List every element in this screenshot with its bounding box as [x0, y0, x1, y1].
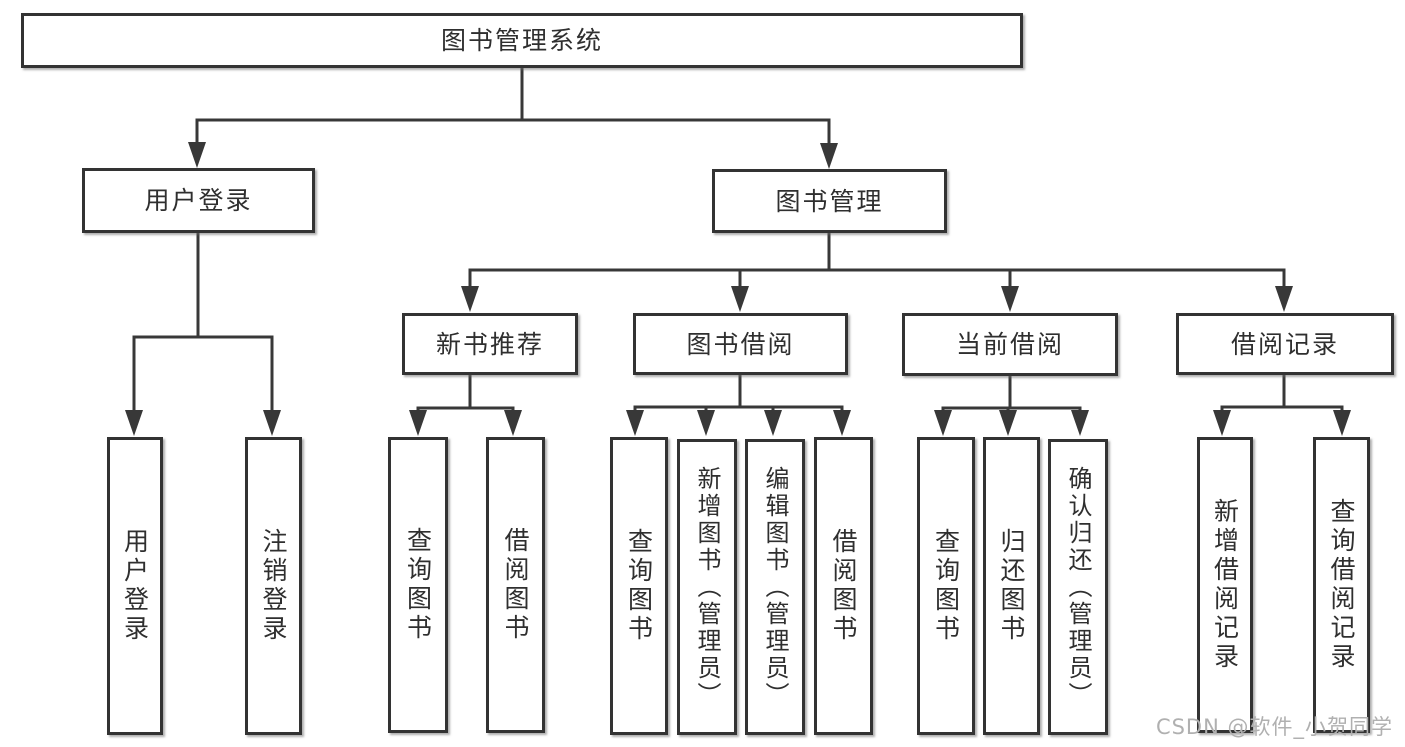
- node-leaf-cb-confirm-return-admin: 确认归还（管理员）: [1048, 439, 1108, 735]
- arrow-down-icon: [833, 410, 851, 436]
- connector-bookmgmt-to-level3: [468, 233, 1286, 294]
- node-leaf-cb-query-books: 查询图书: [917, 437, 975, 735]
- node-borrow-records-label: 借阅记录: [1230, 329, 1339, 359]
- node-leaf-logout: 注销登录: [245, 437, 302, 735]
- connector-root-to-level2: [195, 68, 831, 149]
- connector-bookborrow-to-leaves: [633, 375, 844, 418]
- arrow-down-icon: [934, 410, 952, 436]
- node-leaf-cb-return-books: 归还图书: [983, 437, 1040, 735]
- connector-userlogin-to-leaves: [132, 233, 274, 418]
- node-user-login: 用户登录: [82, 168, 315, 233]
- node-leaf-bb-query-books: 查询图书: [610, 437, 668, 735]
- node-leaf-cb-query-books-label: 查询图书: [931, 528, 961, 644]
- arrow-down-icon: [1213, 410, 1231, 436]
- node-leaf-user-login-label: 用户登录: [120, 528, 150, 644]
- node-leaf-br-query-record: 查询借阅记录: [1313, 437, 1370, 733]
- node-leaf-cb-return-books-label: 归还图书: [997, 528, 1026, 644]
- arrow-down-icon: [764, 410, 782, 436]
- connector-borrowrecords-to-leaves: [1220, 375, 1344, 418]
- node-leaf-bb-edit-books-admin-label: 编辑图书（管理员）: [761, 465, 789, 709]
- node-leaf-nbr-query-books: 查询图书: [388, 437, 448, 733]
- node-leaf-bb-borrow-books: 借阅图书: [814, 437, 873, 735]
- node-leaf-nbr-query-books-label: 查询图书: [403, 527, 433, 643]
- connector-newbookrec-to-leaves: [416, 375, 515, 418]
- node-leaf-bb-edit-books-admin: 编辑图书（管理员）: [745, 439, 805, 735]
- node-book-borrow: 图书借阅: [633, 313, 848, 375]
- arrow-down-icon: [697, 410, 715, 436]
- node-leaf-logout-label: 注销登录: [259, 528, 288, 644]
- node-root: 图书管理系统: [21, 13, 1023, 68]
- arrow-down-icon: [263, 410, 281, 436]
- arrow-down-icon: [1275, 286, 1293, 312]
- arrow-down-icon: [188, 142, 206, 168]
- node-leaf-nbr-borrow-books-label: 借阅图书: [501, 527, 530, 643]
- node-borrow-records: 借阅记录: [1176, 313, 1394, 375]
- node-leaf-nbr-borrow-books: 借阅图书: [486, 437, 545, 733]
- arrow-down-icon: [461, 286, 479, 312]
- node-new-book-recommend: 新书推荐: [402, 313, 578, 375]
- node-book-borrow-label: 图书借阅: [686, 329, 795, 359]
- node-user-login-label: 用户登录: [144, 186, 253, 215]
- arrow-down-icon: [409, 410, 427, 436]
- node-leaf-bb-query-books-label: 查询图书: [624, 528, 654, 644]
- arrowheads: [125, 142, 1351, 436]
- node-root-label: 图书管理系统: [440, 26, 603, 55]
- csdn-watermark: CSDN @软件_小贺同学: [1155, 715, 1393, 739]
- arrow-down-icon: [1333, 410, 1351, 436]
- arrow-down-icon: [1071, 410, 1089, 436]
- node-leaf-bb-borrow-books-label: 借阅图书: [829, 528, 858, 644]
- arrow-down-icon: [125, 410, 143, 436]
- node-leaf-cb-confirm-return-admin-label: 确认归还（管理员）: [1064, 465, 1092, 709]
- node-leaf-bb-add-books-admin-label: 新增图书（管理员）: [693, 465, 721, 709]
- node-new-book-recommend-label: 新书推荐: [435, 329, 544, 359]
- arrow-down-icon: [504, 410, 522, 436]
- node-book-management-label: 图书管理: [775, 186, 884, 216]
- arrow-down-icon: [626, 410, 644, 436]
- arrow-down-icon: [820, 143, 838, 169]
- node-book-management: 图书管理: [712, 169, 947, 233]
- arrow-down-icon: [731, 286, 749, 312]
- node-leaf-br-add-record: 新增借阅记录: [1197, 437, 1253, 733]
- node-leaf-br-query-record-label: 查询借阅记录: [1327, 498, 1356, 672]
- arrow-down-icon: [1001, 286, 1019, 312]
- node-leaf-br-add-record-label: 新增借阅记录: [1210, 498, 1240, 672]
- arrow-down-icon: [999, 410, 1017, 436]
- node-current-borrow: 当前借阅: [902, 313, 1118, 376]
- node-leaf-user-login: 用户登录: [107, 437, 163, 735]
- node-leaf-bb-add-books-admin: 新增图书（管理员）: [677, 439, 737, 735]
- node-current-borrow-label: 当前借阅: [955, 330, 1064, 359]
